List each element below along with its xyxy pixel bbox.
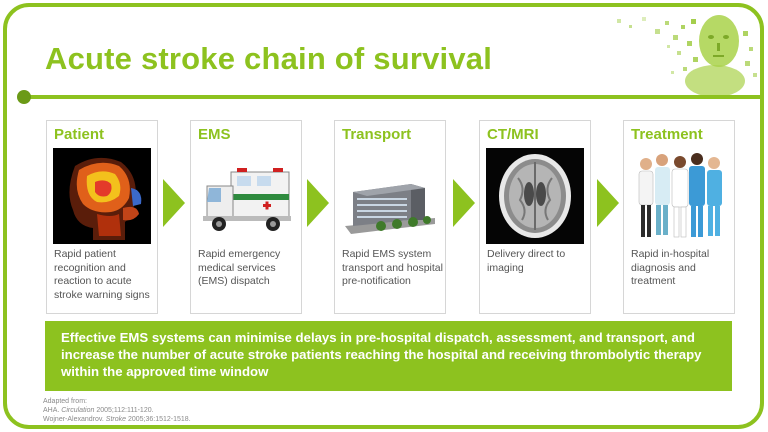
ambulance-image: [197, 148, 295, 244]
step-title: CT/MRI: [487, 126, 539, 143]
chevron-right-icon: [453, 179, 475, 227]
step-title: EMS: [198, 126, 231, 143]
ct-brain-image: [486, 148, 584, 244]
step-title: Transport: [342, 126, 412, 143]
step-title: Patient: [54, 126, 105, 143]
digital-head-illustration: [617, 15, 757, 97]
divider-dot: [17, 90, 31, 104]
step-card-transport: Transport Rapid EMS system transport and…: [334, 120, 446, 314]
step-description: Rapid emergency medical services (EMS) d…: [198, 248, 281, 287]
title-divider: [25, 95, 760, 99]
step-description: Rapid EMS system transport and hospital …: [342, 248, 443, 287]
page-title: Acute stroke chain of survival: [45, 41, 493, 76]
step-card-treatment: Treatment: [623, 120, 735, 314]
step-card-ems: EMS Rapid emergency medical services (EM…: [190, 120, 302, 314]
reference-item: Wojner-Alexandrov. Stroke 2005;36:1512-1…: [43, 416, 191, 423]
chevron-right-icon: [597, 179, 619, 227]
references-heading: Adapted from:: [43, 398, 87, 405]
chevron-right-icon: [307, 179, 329, 227]
references: Adapted from: AHA. Circulation 2005;112:…: [43, 397, 191, 424]
step-description: Rapid patient recognition and reaction t…: [54, 248, 150, 301]
step-card-ct-mri: CT/MRI Delivery direct to imaging: [479, 120, 591, 314]
summary-banner: Effective EMS systems can minimise delay…: [45, 321, 732, 391]
hospital-building-image: [341, 148, 439, 244]
medical-team-image: [630, 148, 728, 244]
brain-scan-head-image: [53, 148, 151, 244]
slide: Acute stroke chain of survival Patient R…: [3, 3, 764, 429]
step-description: Delivery direct to imaging: [487, 248, 566, 274]
step-card-patient: Patient Rapid patient recognition and re…: [46, 120, 158, 314]
reference-item: AHA. Circulation 2005;112:111-120.: [43, 407, 154, 414]
chevron-right-icon: [163, 179, 185, 227]
step-title: Treatment: [631, 126, 703, 143]
step-description: Rapid in-hospital diagnosis and treatmen…: [631, 248, 710, 287]
